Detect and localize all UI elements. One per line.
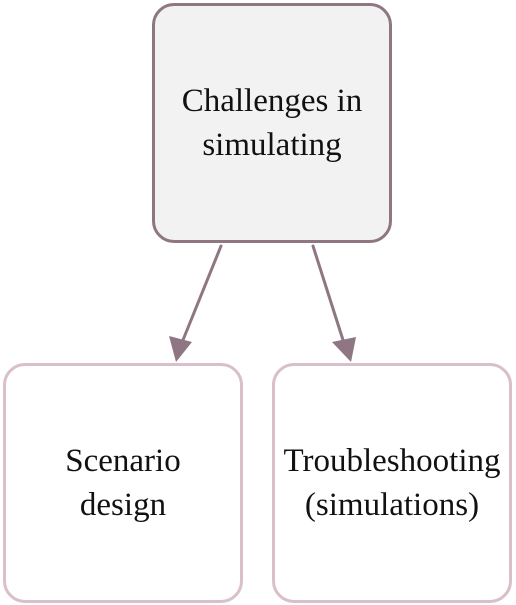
child-node-scenario-line-2: design (79, 487, 167, 523)
arrow-shaft-left (181, 244, 223, 342)
child-node-troubleshooting-line-1: Troubleshooting (283, 443, 501, 479)
arrow-root-to-troubleshooting (311, 244, 356, 362)
arrow-head-left (169, 336, 192, 362)
child-node-troubleshooting-line-2: (simulations) (304, 487, 480, 523)
root-node-label: Challenges in simulating (182, 79, 363, 167)
arrow-root-to-scenario (169, 244, 223, 362)
child-node-scenario-label: Scenario design (65, 439, 180, 527)
child-node-troubleshooting-label: Troubleshooting (simulations) (284, 439, 501, 527)
child-node-troubleshooting: Troubleshooting (simulations) (272, 363, 512, 603)
arrow-shaft-right (311, 244, 345, 342)
root-node-line-1: Challenges in (181, 83, 363, 119)
arrow-head-right (332, 337, 356, 362)
root-node-line-2: simulating (202, 127, 342, 163)
child-node-scenario-line-1: Scenario (65, 443, 181, 479)
root-node-challenges-in-simulating: Challenges in simulating (152, 3, 392, 243)
child-node-scenario-design: Scenario design (3, 363, 243, 603)
